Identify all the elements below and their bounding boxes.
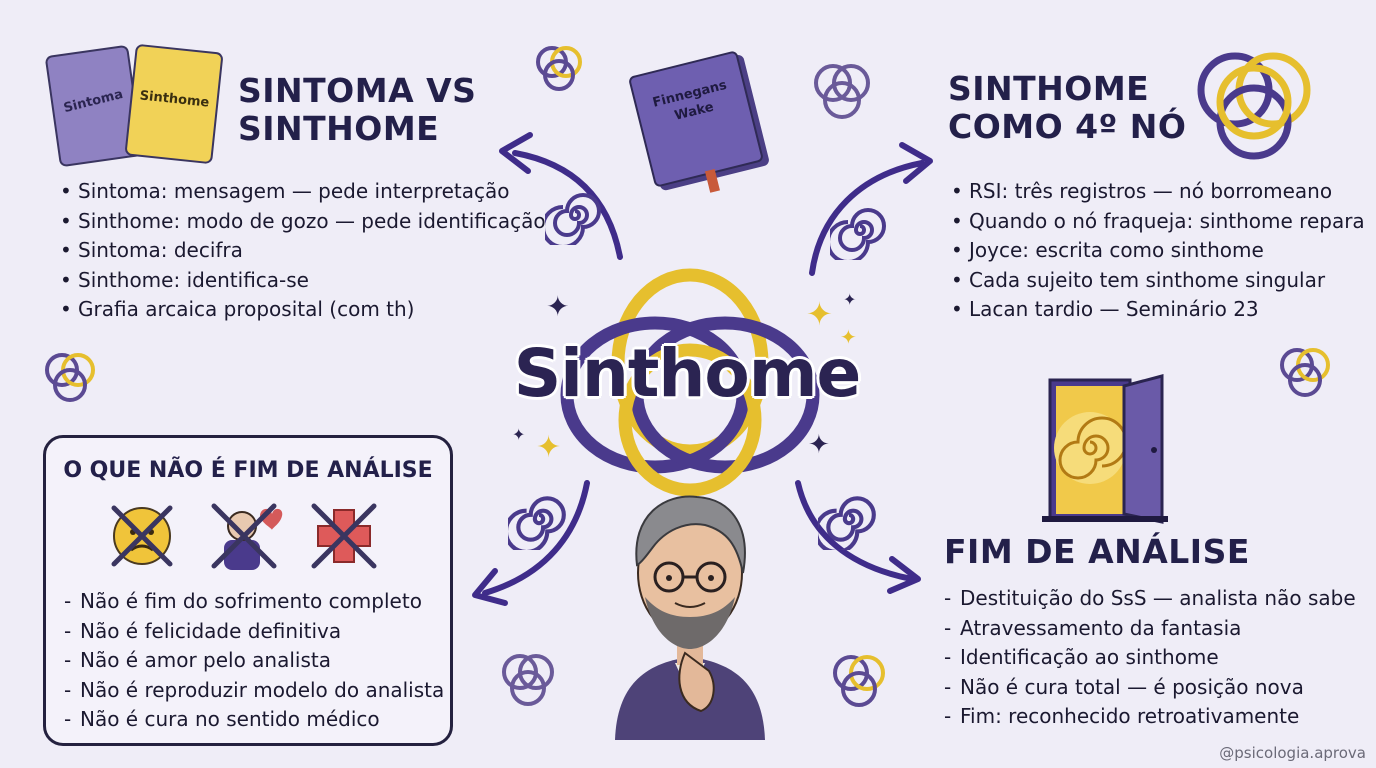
spiral-icon: [830, 208, 886, 260]
sparkle-icon: ✦: [536, 430, 562, 465]
sparkle-icon: ✦: [840, 325, 857, 349]
list-item: Cada sujeito tem sinthome singular: [951, 266, 1365, 296]
fim-de-analise-list: Destituição do SsS — analista não sabe A…: [944, 584, 1356, 732]
list-item: Lacan tardio — Seminário 23: [951, 295, 1365, 325]
sparkle-icon: ✦: [806, 295, 833, 333]
arrow-down-left: [472, 480, 590, 606]
spiral-icon: [508, 496, 566, 550]
sparkle-icon: ✦: [546, 290, 570, 323]
arrow-down-right: [795, 480, 921, 594]
list-item: Não é reproduzir modelo do analista: [64, 676, 444, 706]
list-item: Sintoma: decifra: [60, 236, 546, 266]
crossed-sad-face-icon: [111, 505, 173, 567]
crossed-analyst-heart-icon: [211, 503, 283, 570]
arrow-up-right: [809, 142, 933, 276]
list-item: Quando o nó fraqueja: sinthome repara: [951, 207, 1365, 237]
borromean-knot-icon: [833, 655, 885, 707]
borromean-knot-icon: [502, 654, 554, 706]
list-item: Fim: reconhecido retroativamente: [944, 702, 1356, 732]
sparkle-icon: ✦: [512, 425, 526, 444]
section-heading-sintoma-vs-sinthome: SINTOMA VS SINTHOME: [238, 71, 477, 148]
box-title: O QUE NÃO É FIM DE ANÁLISE: [63, 458, 433, 483]
borromean-knot-icon: [814, 64, 870, 119]
borromean-knot-icon: [536, 46, 582, 91]
not-end-of-analysis-list: Não é fim do sofrimento completo Não é f…: [64, 587, 444, 735]
sparkle-icon: ✦: [808, 430, 830, 460]
list-item: Joyce: escrita como sinthome: [951, 236, 1365, 266]
finnegans-wake-book-icon: Finnegans Wake: [627, 50, 765, 193]
list-item: Sintoma: mensagem — pede interpretação: [60, 177, 546, 207]
sinthome-4o-no-list: RSI: três registros — nó borromeano Quan…: [951, 177, 1365, 325]
not-end-of-analysis-box: O QUE NÃO É FIM DE ANÁLISE Não é fim do …: [43, 435, 453, 746]
spiral-icon: [545, 193, 601, 245]
list-item: Destituição do SsS — analista não sabe: [944, 584, 1356, 614]
card-sinthome-label: Sinthome: [138, 88, 210, 111]
list-item: Identificação ao sinthome: [944, 643, 1356, 673]
central-borromean-knot: [560, 268, 820, 497]
list-item: Não é cura no sentido médico: [64, 705, 444, 735]
list-item: RSI: três registros — nó borromeano: [951, 177, 1365, 207]
central-title: Sinthome: [513, 335, 862, 412]
card-sintoma-label: Sintoma: [62, 86, 125, 117]
list-item: Não é fim do sofrimento completo: [64, 587, 444, 617]
card-sinthome: Sinthome: [124, 43, 224, 165]
section-heading-sinthome-4o-no: SINTHOME COMO 4º NÓ: [948, 69, 1187, 146]
sintoma-vs-sinthome-list: Sintoma: mensagem — pede interpretação S…: [60, 177, 546, 325]
spiral-icon: [818, 496, 876, 550]
arrow-up-left: [499, 132, 623, 260]
list-item: Não é felicidade definitiva: [64, 617, 444, 647]
borromean-knot-gold-icon: [1197, 52, 1311, 160]
sparkle-icon: ✦: [843, 290, 857, 309]
list-item: Sinthome: modo de gozo — pede identifica…: [60, 207, 546, 237]
list-item: Atravessamento da fantasia: [944, 614, 1356, 644]
lacan-portrait-illustration: [615, 495, 765, 740]
open-door-galaxy-icon: [1042, 374, 1168, 524]
crossed-medical-cross-icon: [311, 503, 377, 569]
section-heading-fim-de-analise: FIM DE ANÁLISE: [944, 532, 1250, 571]
borromean-knot-icon: [1280, 348, 1330, 397]
list-item: Não é cura total — é posição nova: [944, 673, 1356, 703]
list-item: Sinthome: identifica-se: [60, 266, 546, 296]
list-item: Não é amor pelo analista: [64, 646, 444, 676]
watermark-handle: @psicologia.aprova: [1219, 744, 1366, 762]
borromean-knot-icon: [45, 353, 95, 402]
list-item: Grafia arcaica proposital (com th): [60, 295, 546, 325]
